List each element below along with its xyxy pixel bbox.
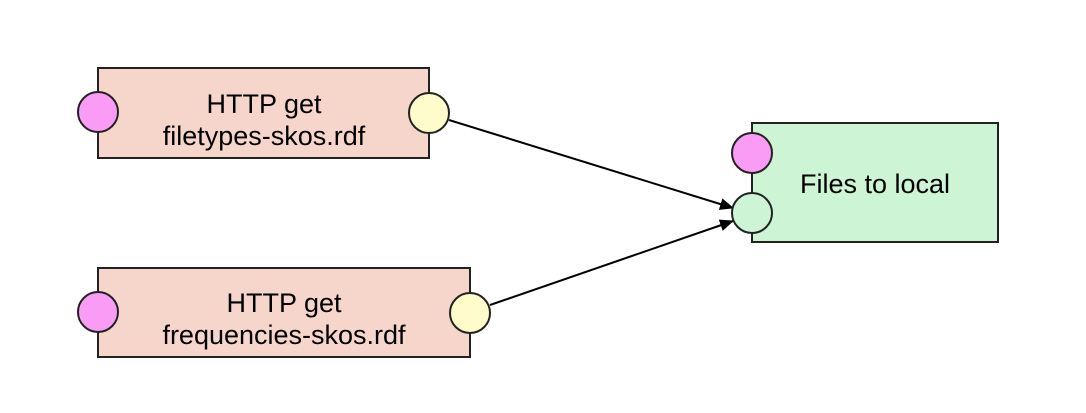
node-http-get-frequencies[interactable]: HTTP get frequencies-skos.rdf <box>77 267 491 358</box>
node-label-line1: HTTP get <box>226 288 342 318</box>
node-label: Files to local <box>800 169 950 199</box>
config-port[interactable] <box>77 291 119 333</box>
node-files-to-local[interactable]: Files to local <box>731 122 999 243</box>
node-http-get-filetypes[interactable]: HTTP get filetypes-skos.rdf <box>77 67 450 159</box>
config-port[interactable] <box>731 132 773 174</box>
node-label-line2: filetypes-skos.rdf <box>163 121 366 151</box>
node-label-line2: frequencies-skos.rdf <box>162 320 406 350</box>
node-box <box>97 267 471 358</box>
node-box <box>97 67 430 159</box>
edge-filetypes-to-files-to-local <box>448 119 734 210</box>
input-port[interactable] <box>731 192 773 234</box>
edge-frequencies-to-files-to-local <box>489 219 734 306</box>
config-port[interactable] <box>77 91 119 133</box>
output-port[interactable] <box>449 292 491 334</box>
output-port[interactable] <box>408 92 450 134</box>
node-label-line1: HTTP get <box>206 89 322 119</box>
node-box <box>751 122 999 243</box>
